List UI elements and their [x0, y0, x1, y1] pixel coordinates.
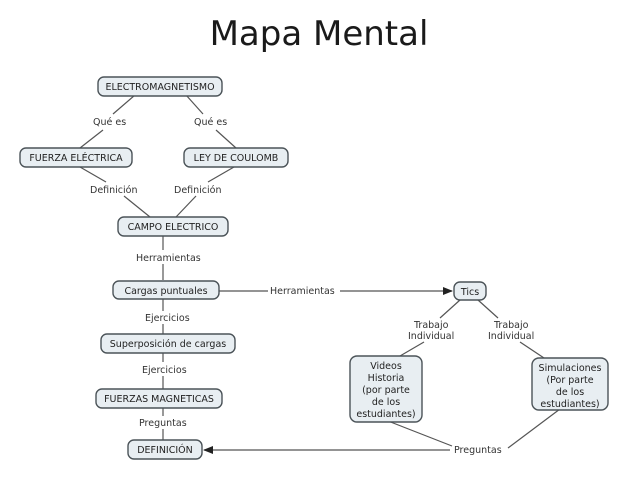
node-label-line: (por parte — [362, 385, 410, 396]
edge — [387, 420, 453, 447]
node-label: CAMPO ELECTRICO — [128, 222, 219, 233]
node-label-line: (Por parte — [546, 375, 593, 386]
edge — [439, 299, 461, 319]
link-label-individual: Individual — [408, 331, 454, 342]
link-label-trabajo: Trabajo — [493, 320, 529, 331]
link-label-definicion: Definición — [174, 185, 222, 196]
link-labels: Qué es Qué es Definición Definición Herr… — [90, 117, 534, 456]
link-label-definicion: Definición — [90, 185, 138, 196]
link-label-herramientas: Herramientas — [270, 286, 335, 297]
edges — [79, 94, 561, 454]
node-label: FUERZA ELÉCTRICA — [29, 152, 123, 164]
node-definicion: DEFINICIÓN — [127, 439, 203, 460]
node-superposicion-de-cargas: Superposición de cargas — [100, 333, 236, 354]
link-label-que-es: Qué es — [194, 117, 227, 128]
edge — [477, 299, 499, 319]
node-label-line: Simulaciones — [539, 363, 602, 374]
link-label-preguntas: Preguntas — [139, 418, 187, 429]
link-label-individual: Individual — [488, 331, 534, 342]
link-label-ejercicios: Ejercicios — [145, 313, 190, 324]
slide-title: Mapa Mental — [209, 14, 429, 54]
node-label-line: de los — [556, 387, 584, 398]
node-simulaciones: Simulaciones (Por parte de los estudiant… — [531, 357, 609, 411]
edge — [112, 94, 136, 115]
edge — [79, 129, 104, 149]
node-tics: Tics — [453, 281, 487, 301]
edge — [399, 341, 425, 357]
node-label-line: estudiantes) — [540, 399, 599, 410]
node-label: Tics — [460, 287, 479, 298]
node-label: LEY DE COULOMB — [194, 153, 279, 164]
node-label-line: Historia — [368, 373, 405, 384]
node-cargas-puntuales: Cargas puntuales — [112, 280, 220, 300]
node-label-line: Videos — [370, 361, 402, 372]
node-campo-electrico: CAMPO ELECTRICO — [117, 216, 229, 237]
node-label-line: estudiantes) — [356, 409, 415, 420]
edge — [185, 94, 204, 115]
link-label-preguntas: Preguntas — [454, 445, 502, 456]
node-label: ELECTROMAGNETISMO — [105, 82, 214, 93]
link-label-que-es: Qué es — [93, 117, 126, 128]
node-electromagnetismo: ELECTROMAGNETISMO — [97, 76, 223, 97]
node-label: DEFINICIÓN — [137, 444, 193, 456]
edge — [519, 341, 545, 359]
node-ley-de-coulomb: LEY DE COULOMB — [183, 147, 289, 168]
edge — [79, 166, 107, 183]
edge — [123, 195, 151, 218]
node-label: Cargas puntuales — [124, 286, 207, 297]
edge — [215, 129, 237, 149]
link-label-trabajo: Trabajo — [413, 320, 449, 331]
node-fuerzas-magneticas: FUERZAS MAGNETICAS — [95, 388, 223, 409]
node-videos-historia: Videos Historia (por parte de los estudi… — [349, 355, 423, 423]
edge — [507, 408, 561, 449]
node-fuerza-electrica: FUERZA ELÉCTRICA — [19, 147, 133, 168]
edge — [175, 195, 197, 218]
node-label-line: de los — [372, 397, 400, 408]
link-label-ejercicios: Ejercicios — [142, 365, 187, 376]
node-label: Superposición de cargas — [110, 339, 227, 350]
link-label-herramientas: Herramientas — [136, 253, 201, 264]
node-label: FUERZAS MAGNETICAS — [104, 394, 214, 405]
edge — [207, 166, 235, 183]
